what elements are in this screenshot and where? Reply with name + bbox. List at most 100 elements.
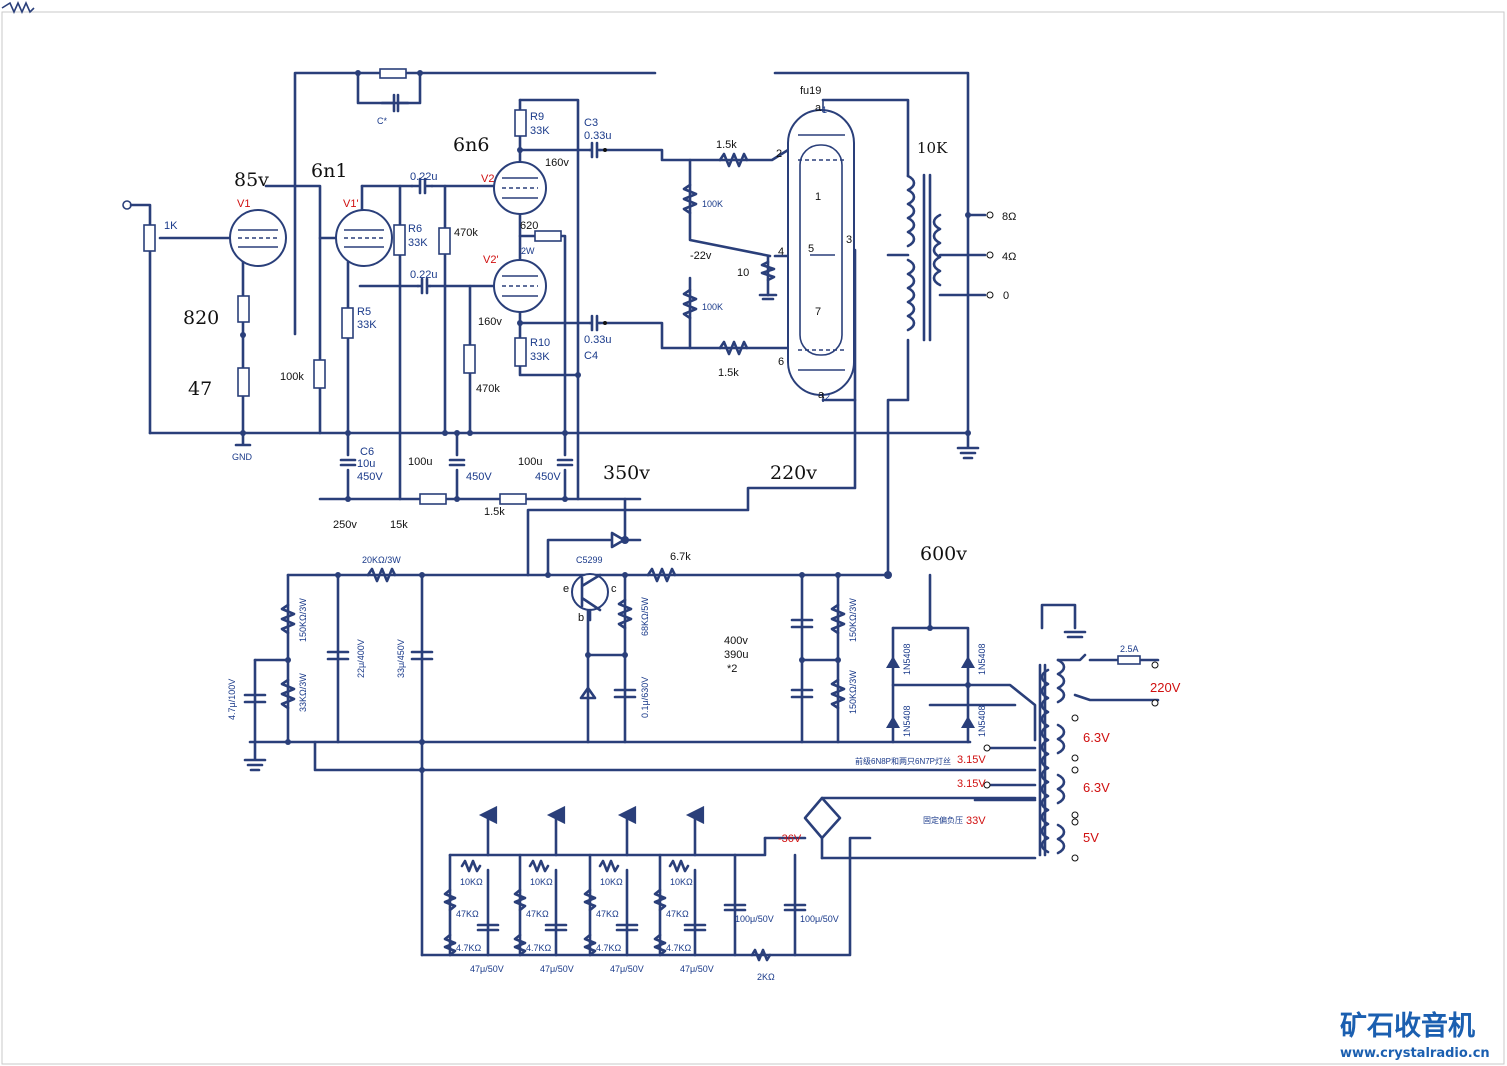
label-2w: 2W [521,246,535,256]
tube-v1b [335,209,393,267]
label-v1b: V1' [343,198,359,210]
label-63v-b: 6.3V [1083,780,1110,795]
label-6-7k: 6.7k [670,551,691,563]
label-pot-1k: 1K [164,220,178,232]
label-d2: 1N5408 [977,643,987,675]
label-m22v: -22v [690,250,712,262]
label-bias-33v: 33V [966,815,986,827]
ground-symbol-top [234,293,980,460]
label-b47k-1: 47KΩ [456,909,479,919]
label-5v: 5V [1083,830,1099,845]
label-pin-a2: a [818,389,825,401]
label-q-c: c [611,583,617,595]
label-v1: V1 [237,198,250,210]
label-b10k-4: 10KΩ [670,877,693,887]
label-100u-b: 100u [518,456,542,468]
label-315v-a: 3.15V [957,754,986,766]
capacitors-top [339,93,607,467]
junction-dots [240,70,971,544]
label-out-0: 0 [1003,290,1009,302]
label-600v: 600v [920,543,967,565]
label-b47u-1: 47μ/50V [470,964,504,974]
label-out-4: 4Ω [1002,251,1016,263]
label-c4: C4 [584,350,598,362]
label-pin-6: 6 [778,356,784,368]
tube-v2b [493,259,547,313]
label-d3: 1N5408 [902,705,912,737]
label-220v: 220v [770,462,817,484]
label-pin-1: 1 [815,191,821,203]
label-400v: 400v [724,635,748,647]
bias-networks [443,805,807,962]
label-150k3w-b: 150KΩ/3W [848,598,858,642]
label-c5299: C5299 [576,555,603,565]
label-100u50-b: 100μ/50V [800,914,839,924]
label-470k-a: 470k [454,227,478,239]
label-33u450: 33μ/450V [396,639,406,678]
label-pin-7: 7 [815,306,821,318]
label-150k3w-c: 150KΩ/3W [848,670,858,714]
label-20k3w: 20KΩ/3W [362,555,401,565]
label-pin-a1-sub: 1 [822,105,827,115]
label-85v: 85v [234,169,269,191]
label-100K-a: 100K [702,199,723,209]
label-v2: V2 [481,173,494,185]
label-pin-4: 4 [778,246,784,258]
label-33k3w: 33KΩ/3W [298,673,308,712]
label-315v-b: 3.15V [957,778,986,790]
label-01u630: 0.1μ/630V [640,677,650,718]
labels-top: V1 V1' V2 V2' 85v 6n1 6n6 fu19 820 47 GN… [164,85,1016,531]
label-q-b: b [578,612,584,624]
label-r9: R9 [530,111,544,123]
label-c6vv: 450V [357,471,383,483]
label-b4k7-3: 4.7KΩ [596,943,622,953]
brand-url: www.crystalradio.cn [1340,1046,1490,1061]
label-63v-a: 6.3V [1083,730,1110,745]
label-b47k-3: 47KΩ [596,909,619,919]
supply-junctions [285,571,971,773]
label-r6: R6 [408,223,422,235]
label-out-8: 8Ω [1002,211,1016,223]
label-r10: 10 [737,267,749,279]
tube-v1 [229,209,287,267]
tube-fu19 [787,100,855,402]
label-c3v: 0.33u [584,130,612,142]
label-350v: 350v [603,462,650,484]
label-pin-3: 3 [846,234,852,246]
label-100K-b: 100K [702,302,723,312]
label-820: 820 [183,307,219,329]
label-1-5k-a: 1.5k [716,139,737,151]
label-220v-mains: 220V [1150,680,1181,695]
label-160v-a: 160v [545,157,569,169]
label-15k: 15k [390,519,408,531]
label-100u50-a: 100μ/50V [735,914,774,924]
label-c3: C3 [584,117,598,129]
label-b47u-4: 47μ/50V [680,964,714,974]
label-b47k-4: 47KΩ [666,909,689,919]
label-470k-b: 470k [476,383,500,395]
supply-components [243,531,1087,860]
label-6n6: 6n6 [453,134,489,156]
label-d1: 1N5408 [902,643,912,675]
label-c6: C6 [360,446,374,458]
output-transformer [906,173,994,342]
label-100u-b-v: 450V [535,471,561,483]
label-2k: 2KΩ [757,972,775,982]
label-68k5w: 68KΩ/5W [640,597,650,636]
label-ot-10k: 10K [917,139,948,157]
label-pin-5: 5 [808,243,814,255]
label-c4v: 0.33u [584,334,612,346]
label-47u100: 4.7μ/100V [227,679,237,720]
tube-v2 [493,161,547,215]
label-250v: 250v [333,519,357,531]
label-b10k-2: 10KΩ [530,877,553,887]
label-b4k7-2: 4.7KΩ [526,943,552,953]
label-b47u-2: 47μ/50V [540,964,574,974]
label-r5: R5 [357,306,371,318]
brand-watermark: 矿石收音机 www.crystalradio.cn [1340,1010,1490,1061]
label-160v-b: 160v [478,316,502,328]
label-pin-a1: a [815,102,822,114]
power-transformer [983,653,1160,862]
label-6n1: 6n1 [311,160,347,182]
